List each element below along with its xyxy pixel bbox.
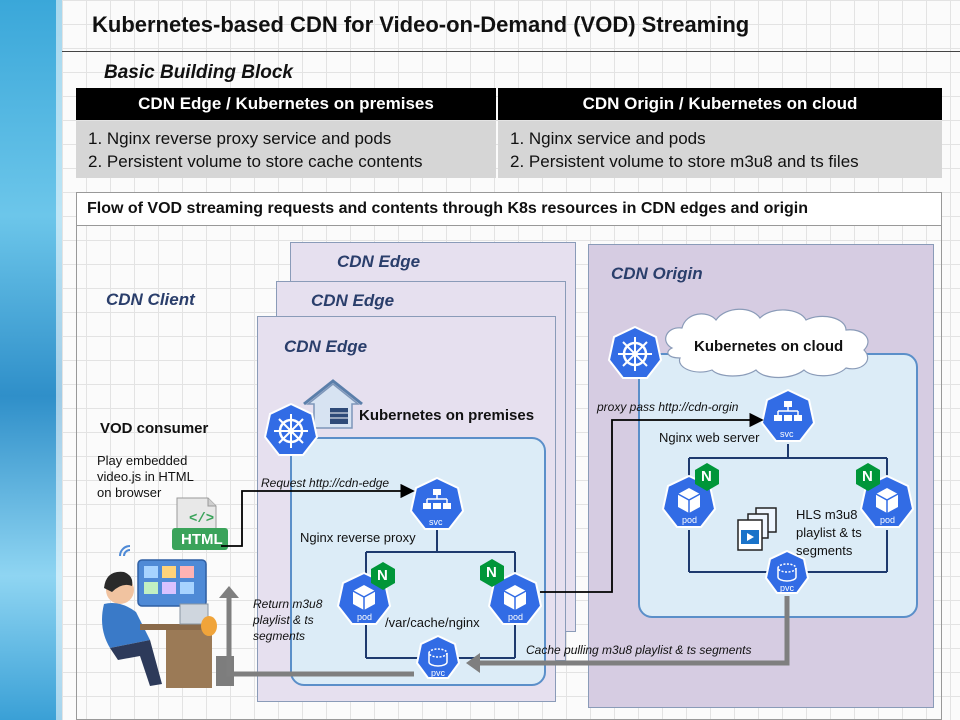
return-arrow [226, 595, 414, 677]
edge-pod-label-right: pod [508, 612, 524, 622]
edge-label-middle: CDN Edge [311, 291, 395, 310]
nginx-icon-edge-right [480, 559, 504, 587]
vod-consumer-label: VOD consumer [100, 420, 209, 437]
table-header-edge: CDN Edge / Kubernetes on premises [76, 88, 496, 120]
nginx-icon-edge-left [371, 562, 395, 590]
play-text-line-2: video.js in HTML [97, 469, 194, 484]
k8s-onprem-label: Kubernetes on premises [359, 407, 535, 424]
request-arrow [221, 483, 415, 547]
edge-label-back: CDN Edge [337, 252, 421, 271]
hls-label-line-1: HLS m3u8 [796, 507, 858, 522]
decorative-side-band [0, 0, 62, 720]
nginx-letter-origin-right: N [862, 468, 873, 485]
house-icon [303, 379, 363, 429]
k8s-cloud-label: Kubernetes on cloud [694, 338, 844, 355]
origin-svc-label: svc [780, 429, 794, 439]
origin-pod-icon-right [859, 474, 915, 528]
origin-pod-label-left: pod [682, 515, 698, 525]
nginx-icon-origin-right [856, 463, 880, 491]
table-cell-origin: 1. Nginx service and pods 2. Persistent … [498, 121, 942, 178]
return-label-line-2: playlist & ts [253, 613, 314, 627]
cache-pulling-arrow-head [466, 653, 480, 673]
origin-label: CDN Origin [611, 264, 703, 283]
kubernetes-cloud-icon [607, 325, 663, 379]
origin-pvc-label: pvc [780, 583, 795, 593]
vod-consumer-illustration [102, 545, 234, 688]
play-text-line-1: Play embedded [97, 453, 188, 468]
nginx-letter-edge-left: N [377, 567, 388, 584]
svg-text:</>: </> [189, 511, 214, 527]
proxy-pass-arrow [540, 412, 764, 593]
section-subtitle: Basic Building Block [104, 62, 293, 83]
web-server-label: Nginx web server [659, 430, 760, 445]
cache-pulling-arrow [476, 596, 790, 666]
cache-path-label: /var/cache/nginx [385, 615, 480, 630]
kubernetes-onprem-icon [263, 402, 319, 456]
play-text-line-3: on browser [97, 485, 162, 500]
origin-pvc-icon [764, 549, 810, 594]
client-label: CDN Client [106, 290, 195, 309]
request-label: Request http://cdn-edge [261, 476, 390, 490]
slide-title: Kubernetes-based CDN for Video-on-Demand… [92, 12, 750, 37]
edge-item-1: 1. Nginx reverse proxy service and pods [88, 129, 392, 148]
edge-pvc-label: pvc [431, 668, 446, 678]
html-badge: HTML [181, 531, 223, 548]
edge-pvc-icon [415, 634, 461, 679]
origin-item-2: 2. Persistent volume to store m3u8 and t… [510, 152, 859, 171]
origin-pod-icon-left [661, 474, 717, 528]
nginx-letter-edge-right: N [486, 564, 497, 581]
nginx-letter-origin-left: N [701, 468, 712, 485]
proxy-pass-label: proxy pass http://cdn-orgin [597, 400, 739, 414]
hls-label-line-2: playlist & ts [796, 525, 862, 540]
table-cell-edge: 1. Nginx reverse proxy service and pods … [76, 121, 496, 178]
return-label-line-3: segments [253, 629, 306, 643]
return-arrow-head [219, 586, 239, 598]
reverse-proxy-label: Nginx reverse proxy [300, 530, 416, 545]
edge-item-2: 2. Persistent volume to store cache cont… [88, 152, 423, 171]
origin-item-1: 1. Nginx service and pods [510, 129, 706, 148]
edge-pod-icon-right [487, 571, 543, 625]
origin-svc-icon [760, 388, 816, 442]
cache-pulling-label: Cache pulling m3u8 playlist & ts segment… [526, 643, 752, 657]
html-file-icon: </> [172, 497, 228, 550]
edge-k8s-cluster [290, 437, 546, 686]
return-label-line-1: Return m3u8 [253, 597, 323, 611]
edge-pod-label-left: pod [357, 612, 373, 622]
hls-label: HLS m3u8 playlist & ts segments [796, 506, 862, 560]
title-divider [62, 51, 960, 52]
video-file-icon [737, 507, 777, 551]
return-label: Return m3u8 playlist & ts segments [253, 596, 322, 644]
cloud-shape [665, 308, 869, 379]
nginx-icon-origin-left [695, 463, 719, 491]
edge-label-front: CDN Edge [284, 337, 368, 356]
play-text: Play embedded video.js in HTML on browse… [97, 453, 194, 501]
edge-svc-label: svc [429, 517, 443, 527]
hls-label-line-3: segments [796, 543, 853, 558]
flow-title: Flow of VOD streaming requests and conte… [76, 192, 942, 226]
edge-svc-icon [409, 476, 465, 530]
table-header-origin: CDN Origin / Kubernetes on cloud [498, 88, 942, 120]
origin-pod-label-right: pod [880, 515, 896, 525]
